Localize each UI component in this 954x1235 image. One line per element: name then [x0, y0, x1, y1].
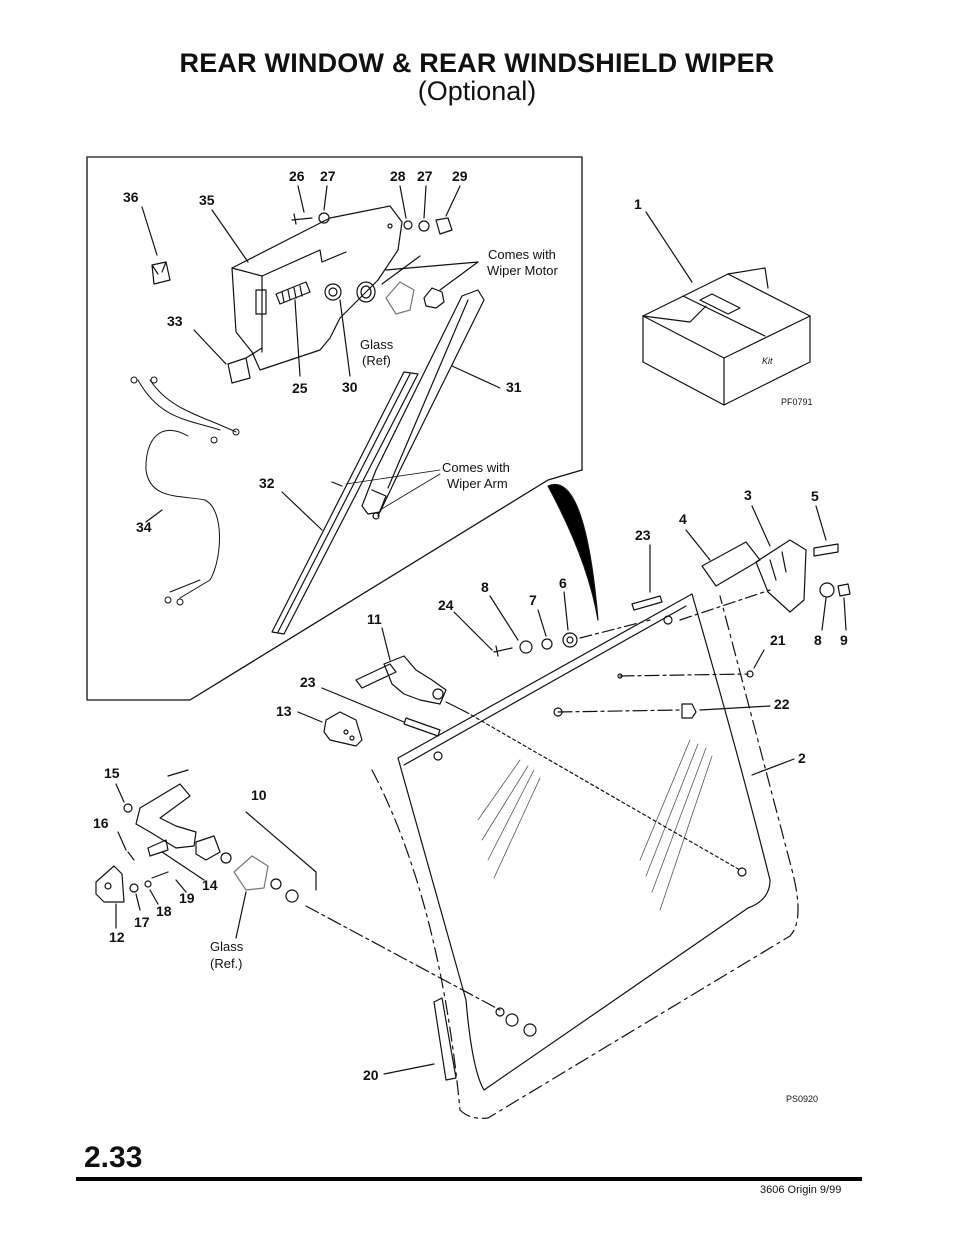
- callout-10: 10: [251, 787, 267, 803]
- rear-window-glass: [371, 593, 799, 1119]
- callout-4: 4: [679, 511, 687, 527]
- seal-strip-20: [433, 997, 457, 1081]
- callout-32: 32: [259, 475, 275, 491]
- callout-9: 9: [840, 632, 848, 648]
- callout-6: 6: [559, 575, 567, 591]
- kit-label: Kit: [762, 356, 773, 366]
- hinge-3: [755, 539, 807, 613]
- callout-8-right: 8: [814, 632, 822, 648]
- callout-25: 25: [292, 380, 308, 396]
- callout-36: 36: [123, 189, 139, 205]
- callout-7: 7: [529, 592, 537, 608]
- callout-17: 17: [134, 914, 150, 930]
- figure-id-kit: PF0791: [781, 397, 813, 407]
- callout-5: 5: [811, 488, 819, 504]
- wire-harness: [130, 376, 240, 606]
- page-number: 2.33: [84, 1141, 143, 1174]
- document-reference: 3606 Origin 9/99: [760, 1184, 842, 1196]
- callout-11: 11: [367, 611, 382, 627]
- connector-33: [227, 347, 263, 384]
- callout-24: 24: [438, 597, 454, 613]
- callout-23-upper: 23: [635, 527, 651, 543]
- callout-27-left: 27: [320, 168, 336, 184]
- callout-14: 14: [202, 877, 218, 893]
- detail-inset-frame: [86, 156, 583, 701]
- shaft-bushing-25: [275, 281, 311, 305]
- kit-box: [642, 267, 811, 406]
- callout-1: 1: [634, 196, 642, 212]
- callout-28: 28: [390, 168, 406, 184]
- latch-handle-10: [135, 783, 197, 849]
- note-wiper-arm-line1: Comes with: [442, 460, 510, 475]
- callout-20: 20: [363, 1067, 379, 1083]
- note-wiper-motor-line1: Comes with: [488, 247, 556, 262]
- callout-18: 18: [156, 903, 172, 919]
- bracket-12: [95, 865, 125, 903]
- hinge-plate-4: [701, 541, 761, 587]
- clip-36: [151, 261, 171, 285]
- callout-31: 31: [506, 379, 522, 395]
- inset-pointer-wedge: [547, 483, 599, 621]
- note-glass-upper-line1: Glass: [360, 337, 394, 352]
- callout-34: 34: [136, 519, 152, 535]
- callout-8-center: 8: [481, 579, 489, 595]
- figure-id-main: PS0920: [786, 1094, 818, 1104]
- note-glass-lower-line2: (Ref.): [210, 956, 243, 971]
- callout-12: 12: [109, 929, 125, 945]
- callout-15: 15: [104, 765, 120, 781]
- callout-33: 33: [167, 313, 183, 329]
- page-subtitle: (Optional): [417, 76, 537, 106]
- note-wiper-arm-line2: Wiper Arm: [447, 476, 508, 491]
- note-glass-lower-line1: Glass: [210, 939, 244, 954]
- latch-assembly-11: [355, 655, 447, 705]
- callout-3: 3: [744, 487, 752, 503]
- page-title: REAR WINDOW & REAR WINDSHIELD WIPER: [179, 48, 775, 78]
- callout-29: 29: [452, 168, 468, 184]
- callout-30: 30: [342, 379, 358, 395]
- callout-16: 16: [93, 815, 109, 831]
- callout-13: 13: [276, 703, 292, 719]
- callout-27-right: 27: [417, 168, 433, 184]
- callout-2: 2: [798, 750, 806, 766]
- callout-23-lower: 23: [300, 674, 316, 690]
- wiper-blade: [271, 371, 419, 635]
- footer-divider: [76, 1177, 862, 1181]
- callout-21: 21: [770, 632, 786, 648]
- callout-35: 35: [199, 192, 215, 208]
- note-glass-upper-line2: (Ref): [362, 353, 391, 368]
- bracket-13: [323, 711, 363, 747]
- callout-19: 19: [179, 890, 195, 906]
- callout-22: 22: [774, 696, 790, 712]
- note-wiper-motor-line2: Wiper Motor: [487, 263, 558, 278]
- callout-26: 26: [289, 168, 305, 184]
- wiper-motor-housing: [231, 205, 403, 371]
